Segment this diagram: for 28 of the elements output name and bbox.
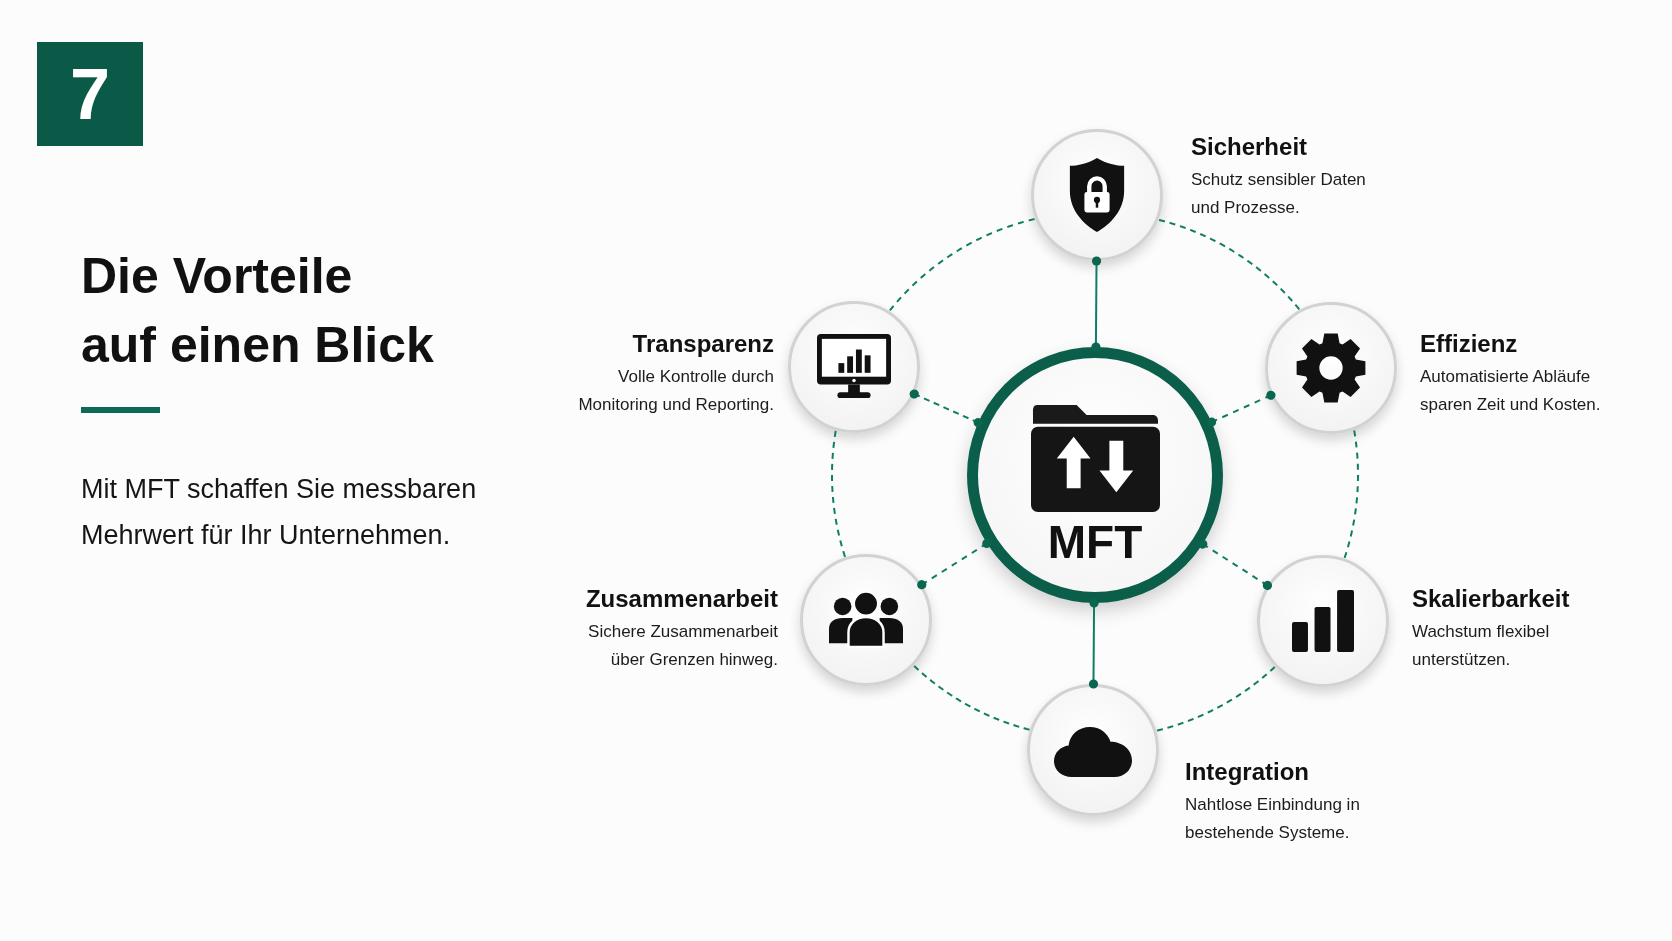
slide-number: 7 [37, 42, 143, 146]
feature-description: Schutz sensibler Daten und Prozesse. [1191, 169, 1367, 219]
connector-line [1207, 390, 1276, 427]
feature-description: Automatisierte Abläufe sparen Zeit und Kosten. [1420, 366, 1602, 416]
connector-line [917, 538, 992, 590]
connector-line [1091, 256, 1102, 352]
curved-connector [913, 664, 1031, 731]
curved-connector [1156, 666, 1276, 732]
connector-line [1088, 598, 1099, 689]
connector-line [909, 389, 983, 428]
curved-connector [831, 429, 847, 558]
feature-description: Wachstum flexibel unterstützen. [1412, 621, 1551, 671]
feature-title: Transparenz [632, 329, 774, 359]
connector-line [1198, 539, 1272, 590]
feature-description: Sichere Zusammenarbeit über Grenzen hinweg. [587, 621, 778, 671]
feature-title: Effizienz [1420, 329, 1518, 359]
hub-label: MFT [1047, 516, 1143, 568]
curved-connector [1158, 218, 1301, 311]
feature-title: Sicherheit [1191, 132, 1308, 162]
curved-connector [1343, 429, 1359, 559]
slide-title: Die Vorteile auf einen Blick [81, 247, 435, 375]
feature-description: Nahtlose Einbindung in bestehende Systeme. [1185, 794, 1361, 844]
feature-title: Zusammenarbeit [585, 584, 778, 614]
intro-text: Mit MFT schaffen Sie messbaren Mehrwert für Ihr Unternehmen. [81, 473, 478, 552]
feature-title: Skalierbarkeit [1412, 584, 1570, 614]
feature-title: Integration [1185, 757, 1309, 787]
curved-connector [888, 218, 1036, 312]
feature-description: Volle Kontrolle durch Monitoring und Reporting. [577, 366, 774, 416]
